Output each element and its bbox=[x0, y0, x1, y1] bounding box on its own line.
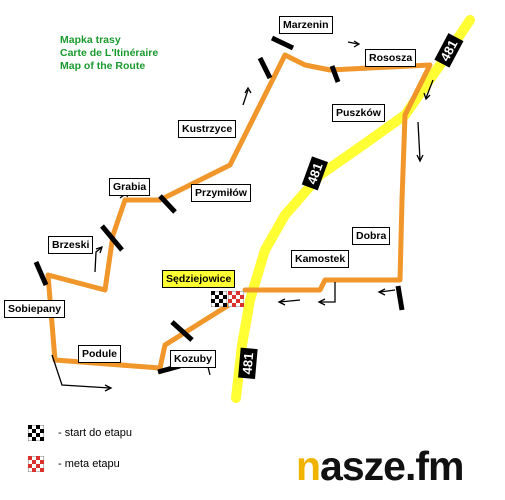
place-brzeski: Brzeski bbox=[48, 236, 94, 254]
title-line-french: Carte de L'Itinéraire bbox=[60, 47, 159, 59]
place-grabia: Grabia bbox=[109, 178, 151, 196]
finish-flag-icon bbox=[228, 291, 244, 307]
legend-start-flag-icon bbox=[28, 425, 44, 441]
place-kozuby: Kozuby bbox=[170, 350, 216, 368]
place-kamostek: Kamostek bbox=[291, 250, 350, 268]
logo-rest: asze.fm bbox=[320, 443, 464, 489]
road-label-bottom: 481 bbox=[238, 347, 258, 380]
road-481 bbox=[231, 15, 475, 403]
title-line-polish: Mapka trasy bbox=[60, 34, 121, 46]
place-podule: Podule bbox=[78, 345, 122, 363]
direction-arrows bbox=[51, 40, 434, 392]
place-puszkow: Puszków bbox=[332, 104, 385, 122]
place-dobra: Dobra bbox=[352, 227, 391, 245]
place-sobiepany: Sobiepany bbox=[4, 300, 66, 318]
place-marzenin: Marzenin bbox=[279, 16, 333, 34]
start-flag-icon bbox=[211, 291, 227, 307]
place-kustrzyce: Kustrzyce bbox=[178, 120, 237, 138]
route-path bbox=[45, 52, 433, 371]
legend-start-label: - start do etapu bbox=[58, 427, 132, 439]
logo-first-letter: n bbox=[296, 443, 321, 489]
place-rososza: Rososza bbox=[365, 49, 417, 67]
place-sedziejowice: Sędziejowice bbox=[162, 270, 236, 288]
checkpoint-bars bbox=[33, 35, 405, 375]
place-przymilow: Przymiłów bbox=[191, 184, 251, 202]
legend-finish-label: - meta etapu bbox=[58, 458, 120, 470]
nasze-fm-logo: nasze.fm bbox=[296, 443, 464, 489]
title-line-english: Map of the Route bbox=[60, 60, 146, 72]
legend-finish-flag-icon bbox=[28, 456, 44, 472]
